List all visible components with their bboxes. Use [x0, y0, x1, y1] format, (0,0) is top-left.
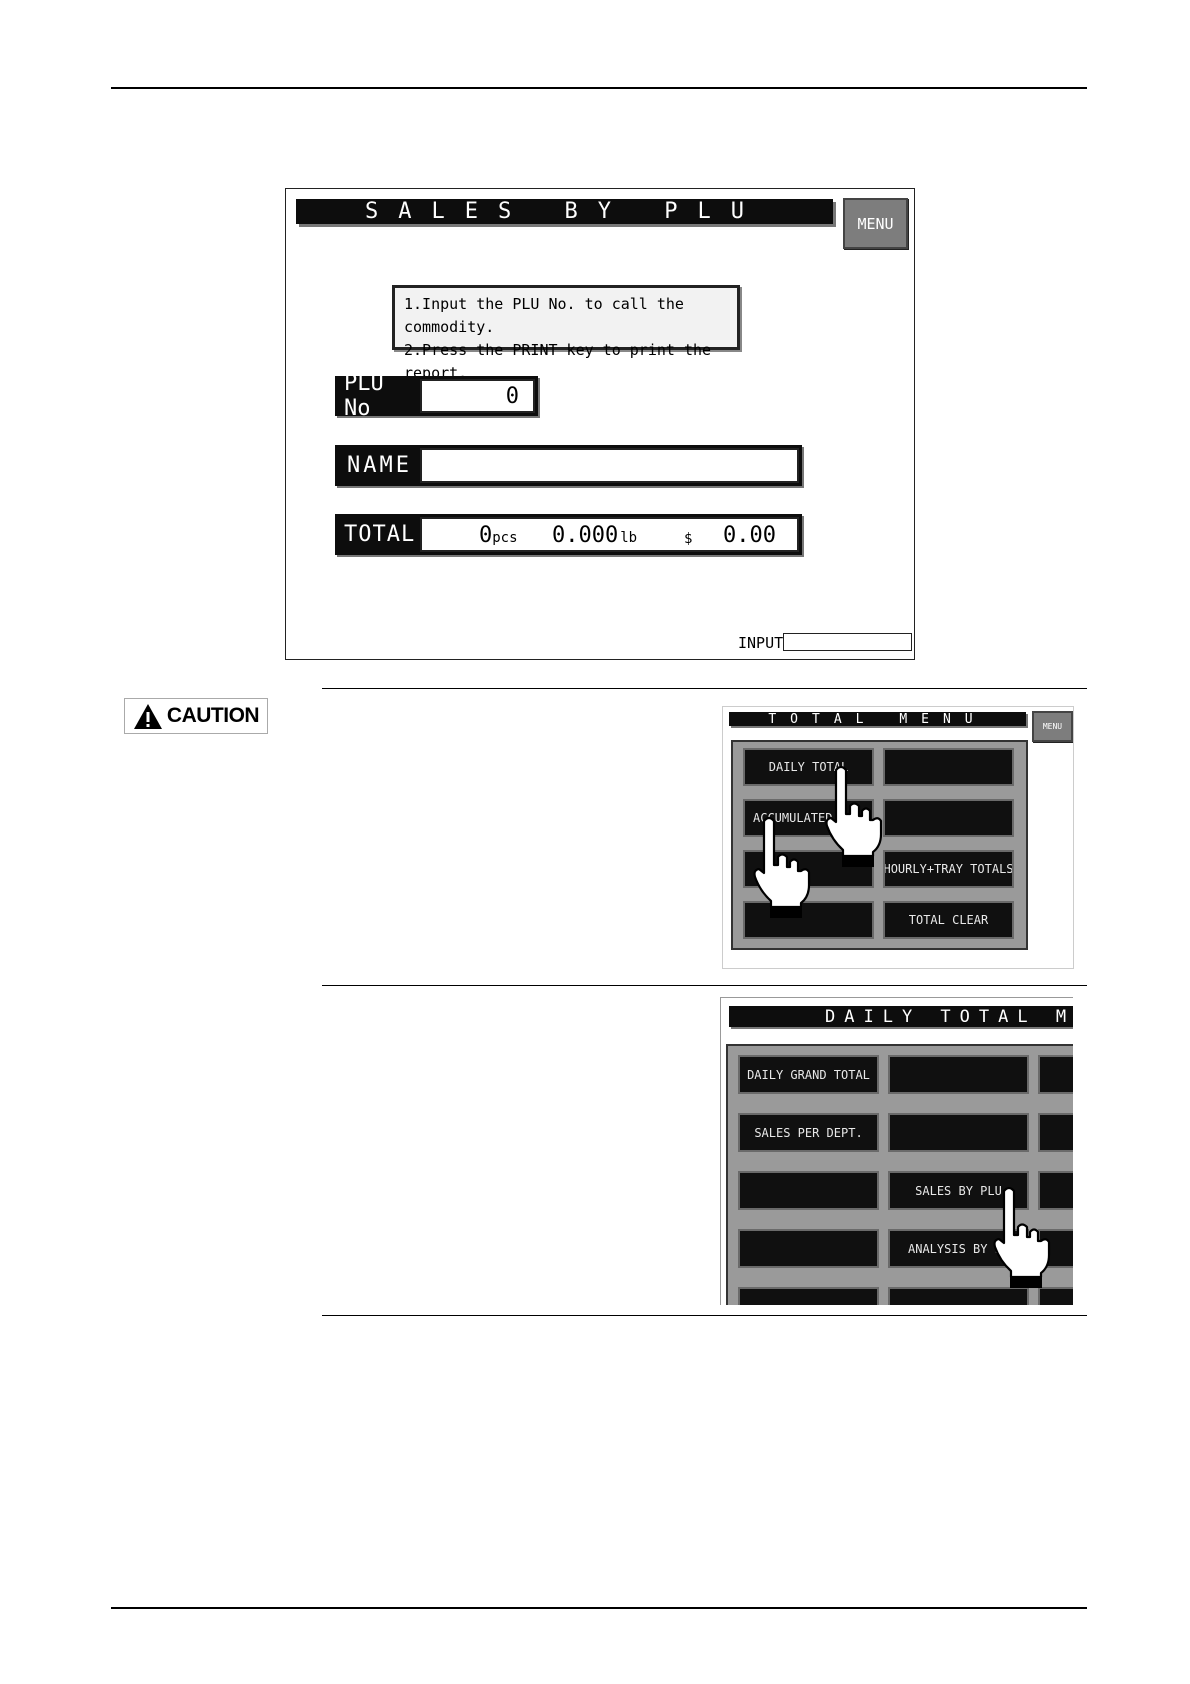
hourly-tray-totals-button[interactable]: HOURLY+TRAY TOTALS — [883, 850, 1014, 888]
daily-blank-button-6[interactable] — [888, 1287, 1029, 1305]
total-menu-title: TOTAL MENU — [729, 712, 1026, 726]
menu-button-label: MENU — [857, 214, 894, 233]
daily-blank-button-5[interactable] — [738, 1287, 879, 1305]
section-divider-3 — [322, 1315, 1087, 1316]
total-pcs-value: 0 — [479, 523, 493, 548]
footer-rule — [111, 1607, 1087, 1609]
warning-triangle-icon — [133, 703, 162, 729]
total-menu-screen: TOTAL MENU MENU DAILY TOTAL ACCUMULATED … — [722, 706, 1074, 969]
currency-symbol: $ — [684, 531, 693, 547]
hourly-tray-totals-label: HOURLY+TRAY TOTALS — [883, 862, 1014, 876]
screen-title: SALES BY PLU — [296, 199, 833, 224]
total-clear-button[interactable]: TOTAL CLEAR — [883, 901, 1014, 939]
name-label: NAME — [335, 445, 419, 486]
name-display — [420, 448, 799, 483]
instruction-box: 1.Input the PLU No. to call the commodit… — [392, 285, 740, 382]
total-menu-menu-label: MENU — [1042, 722, 1063, 731]
caution-badge: CAUTION — [124, 698, 268, 734]
plu-number-value: 0 — [505, 383, 519, 409]
pointing-hand-icon — [993, 1186, 1051, 1288]
menu-button[interactable]: MENU — [843, 198, 908, 249]
section-divider-1 — [322, 688, 1087, 689]
pointing-hand-icon — [753, 816, 811, 918]
total-menu-blank-button-1[interactable] — [883, 748, 1014, 786]
sales-by-plu-label: SALES BY PLU — [915, 1183, 1002, 1198]
caution-label: CAUTION — [166, 704, 260, 727]
total-menu-blank-button-2[interactable] — [883, 799, 1014, 837]
total-menu-title-text: TOTAL MENU — [768, 712, 987, 726]
plu-label: PLU No — [335, 371, 419, 421]
section-divider-2 — [322, 985, 1087, 986]
total-weight-value: 0.000 — [552, 523, 619, 548]
daily-total-menu-title: DAILY TOTAL MENU — [729, 1006, 1073, 1027]
daily-blank-button-2[interactable] — [888, 1113, 1029, 1152]
plu-number-display[interactable]: 0 — [420, 379, 535, 413]
screen-title-text: SALES BY PLU — [365, 199, 764, 224]
daily-blank-button-3[interactable] — [738, 1171, 879, 1210]
daily-partial-button-2[interactable] — [1038, 1113, 1073, 1152]
daily-total-button[interactable]: DAILY TOTAL — [743, 748, 874, 786]
daily-partial-button-5[interactable] — [1038, 1287, 1073, 1305]
sales-per-dept-label: SALES PER DEPT. — [754, 1125, 863, 1140]
weight-unit: lb — [620, 530, 638, 546]
total-pieces: 0pcs — [479, 523, 518, 548]
pcs-unit: pcs — [492, 530, 518, 546]
header-rule — [111, 87, 1087, 89]
total-amount-value: 0.00 — [723, 523, 776, 548]
daily-blank-button-1[interactable] — [888, 1055, 1029, 1094]
daily-total-menu-screen: DAILY TOTAL MENU DAILY GRAND TOTAL SALES… — [720, 997, 1073, 1305]
total-label: TOTAL — [335, 514, 419, 555]
analysis-by-label: ANALYSIS BY P — [908, 1241, 1002, 1256]
daily-partial-button-1[interactable] — [1038, 1055, 1073, 1094]
total-menu-blank-button-4[interactable] — [743, 901, 874, 939]
daily-grand-total-label: DAILY GRAND TOTAL — [747, 1067, 870, 1082]
daily-grand-total-button[interactable]: DAILY GRAND TOTAL — [738, 1055, 879, 1094]
sales-per-dept-button[interactable]: SALES PER DEPT. — [738, 1113, 879, 1152]
input-label: INPUT — [738, 634, 784, 652]
pointing-hand-icon — [825, 765, 883, 867]
total-menu-menu-button[interactable]: MENU — [1032, 711, 1073, 742]
daily-total-label: DAILY TOTAL — [768, 760, 849, 774]
daily-total-menu-title-text: DAILY TOTAL MENU — [825, 1006, 1073, 1027]
total-clear-label: TOTAL CLEAR — [908, 913, 989, 927]
daily-blank-button-4[interactable] — [738, 1229, 879, 1268]
daily-partial-button-3[interactable] — [1038, 1171, 1073, 1210]
input-field[interactable] — [783, 633, 912, 651]
instruction-line-1: 1.Input the PLU No. to call the commodit… — [404, 295, 684, 336]
sales-by-plu-screen: SALES BY PLU MENU 1.Input the PLU No. to… — [285, 188, 915, 660]
